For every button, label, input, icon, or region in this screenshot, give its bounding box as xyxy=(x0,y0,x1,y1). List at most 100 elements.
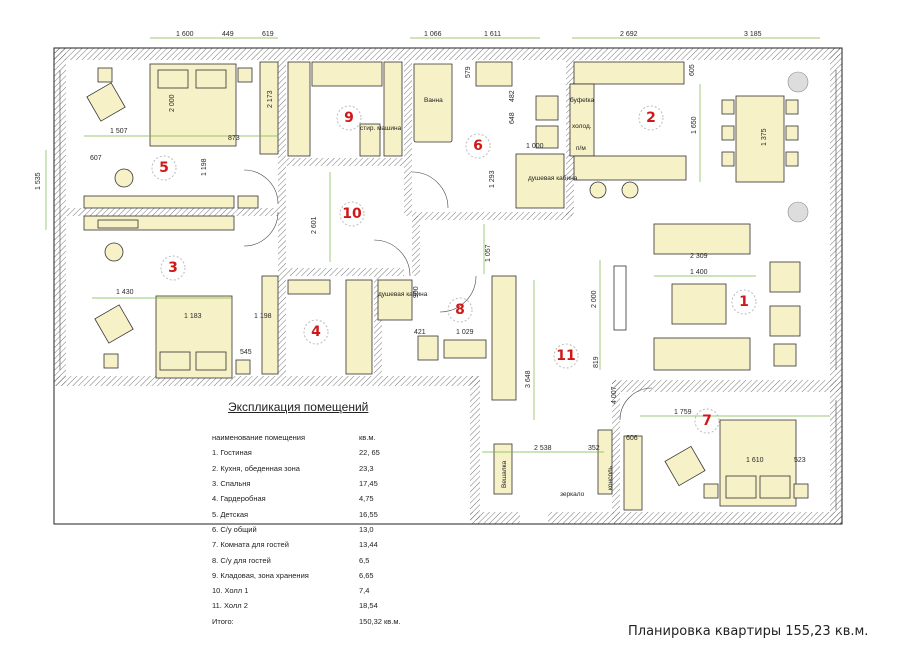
room-number-7: 7 xyxy=(702,413,712,429)
legend-room-area: 13,0 xyxy=(359,524,374,534)
dim-label: 3 185 xyxy=(744,31,762,38)
legend-row: 5. Детская 16,55 xyxy=(212,506,442,521)
console-label: консоль xyxy=(607,465,614,490)
dim-label: 1 000 xyxy=(526,143,544,150)
legend-room-area: 18,54 xyxy=(359,601,378,611)
dim-label: 819 xyxy=(593,356,600,368)
room-number-8: 8 xyxy=(455,302,465,318)
dim-label: 873 xyxy=(228,135,240,142)
legend-heading: Экспликация помещений xyxy=(228,400,369,414)
room-number-1: 1 xyxy=(739,294,749,310)
dim-label: 1 066 xyxy=(424,31,442,38)
room-1-furniture xyxy=(613,223,801,371)
legend-total-area: 150,32 кв.м. xyxy=(359,616,401,626)
dim-label: 3 648 xyxy=(525,370,532,388)
dim-label: 421 xyxy=(414,329,426,336)
room-number-11: 11 xyxy=(556,348,575,364)
dim-label: 607 xyxy=(90,155,102,162)
dim-label: 606 xyxy=(626,435,638,442)
legend-row: 8. С/у для гостей 6,5 xyxy=(212,552,442,567)
legend-room-area: 6,65 xyxy=(359,570,374,580)
room-number-10: 10 xyxy=(342,206,362,222)
plan-title: Планировка квартиры 155,23 кв.м. xyxy=(628,624,869,639)
dim-label: 900 xyxy=(413,286,420,298)
room-3-furniture xyxy=(83,215,279,379)
dim-label: 1 610 xyxy=(746,457,764,464)
dim-label: 1 029 xyxy=(456,329,474,336)
room-9-furniture xyxy=(287,61,403,157)
dim-label: 2 692 xyxy=(620,31,638,38)
legend-room-name: 9. Кладовая, зона хранения xyxy=(212,570,309,580)
dim-label: 523 xyxy=(794,457,806,464)
legend-room-area: 6,5 xyxy=(359,555,370,565)
dim-label: 449 xyxy=(222,31,234,38)
room-number-5: 5 xyxy=(159,160,169,176)
dim-label: 1 183 xyxy=(184,313,202,320)
room-6-furniture xyxy=(413,61,565,209)
shower-label-2: душевая кабина xyxy=(378,290,428,298)
legend-col-area: кв.м. xyxy=(359,433,376,443)
bath-label: Ванна xyxy=(424,97,443,104)
room-number-3: 3 xyxy=(168,260,178,276)
room-number-4: 4 xyxy=(311,324,321,340)
mirror-label: зеркало xyxy=(560,491,585,498)
dim-label: 4 007 xyxy=(611,386,618,404)
shower-label: душевая кабина xyxy=(528,174,578,182)
legend-total-label: Итого: xyxy=(212,616,234,626)
washer-label: стир. машина xyxy=(360,125,402,132)
room-number-9: 9 xyxy=(344,110,354,126)
dim-label: 1 430 xyxy=(116,289,134,296)
dim-label: 1 198 xyxy=(201,158,208,176)
legend-row: 10. Холл 1 7,4 xyxy=(212,583,442,598)
dim-label: 579 xyxy=(465,66,472,78)
room-2-furniture xyxy=(569,61,809,223)
doors xyxy=(243,169,653,421)
dim-label: 1 375 xyxy=(761,128,768,146)
room-8-furniture xyxy=(377,275,517,401)
fixture-labels: Ванна стир. машина душевая кабина душева… xyxy=(360,96,614,498)
legend-room-area: 7,4 xyxy=(359,586,370,596)
dim-label: 1 293 xyxy=(489,170,496,188)
room-number-6: 6 xyxy=(473,138,483,154)
dimension-labels: 1 600 449 619 1 066 1 611 2 692 3 185 1 … xyxy=(35,31,806,464)
legend-room-name: 8. С/у для гостей xyxy=(212,555,271,565)
dim-label: 1 198 xyxy=(254,313,272,320)
dim-label: 352 xyxy=(588,445,600,452)
room-numbers: 1 2 3 4 5 6 7 8 9 10 11 xyxy=(151,105,757,434)
dim-label: 1 611 xyxy=(484,31,501,38)
legend-room-area: 17,45 xyxy=(359,479,378,489)
fridge-label: холод. xyxy=(572,123,592,130)
legend-row: 9. Кладовая, зона хранения 6,65 xyxy=(212,568,442,583)
legend-row: 11. Холл 2 18,54 xyxy=(212,598,442,613)
buffet-label: буфеtка xyxy=(570,96,595,104)
room-5-furniture xyxy=(83,61,279,209)
dim-label: 1 057 xyxy=(485,244,492,262)
dim-label: 2 000 xyxy=(169,94,176,112)
legend-room-name: 11. Холл 2 xyxy=(212,601,248,611)
dim-label: 1 650 xyxy=(691,116,698,134)
dimension-lines xyxy=(45,37,830,453)
legend-room-area: 23,3 xyxy=(359,463,374,473)
dim-label: 1 400 xyxy=(690,269,708,276)
room-legend: Экспликация помещений наименование помещ… xyxy=(212,400,442,629)
legend-room-area: 16,55 xyxy=(359,509,378,519)
dishwasher-label: п/м xyxy=(576,145,586,152)
dim-label: 1 759 xyxy=(674,409,692,416)
hall-2-furniture xyxy=(493,443,513,495)
legend-room-name: 10. Холл 1 xyxy=(212,586,249,596)
legend-room-name: 3. Спальня xyxy=(212,479,251,489)
legend-room-name: 1. Гостиная xyxy=(212,448,252,458)
wardrobe-label: Вешалка xyxy=(501,460,508,488)
dim-label: 2 000 xyxy=(591,290,598,308)
dim-label: 1 535 xyxy=(35,172,42,190)
dim-label: 2 309 xyxy=(690,253,708,260)
dim-label: 619 xyxy=(262,31,274,38)
room-4-furniture xyxy=(287,279,373,375)
legend-room-name: 5. Детская xyxy=(212,509,249,519)
legend-total-row: Итого: 150,32 кв.м. xyxy=(212,614,442,629)
